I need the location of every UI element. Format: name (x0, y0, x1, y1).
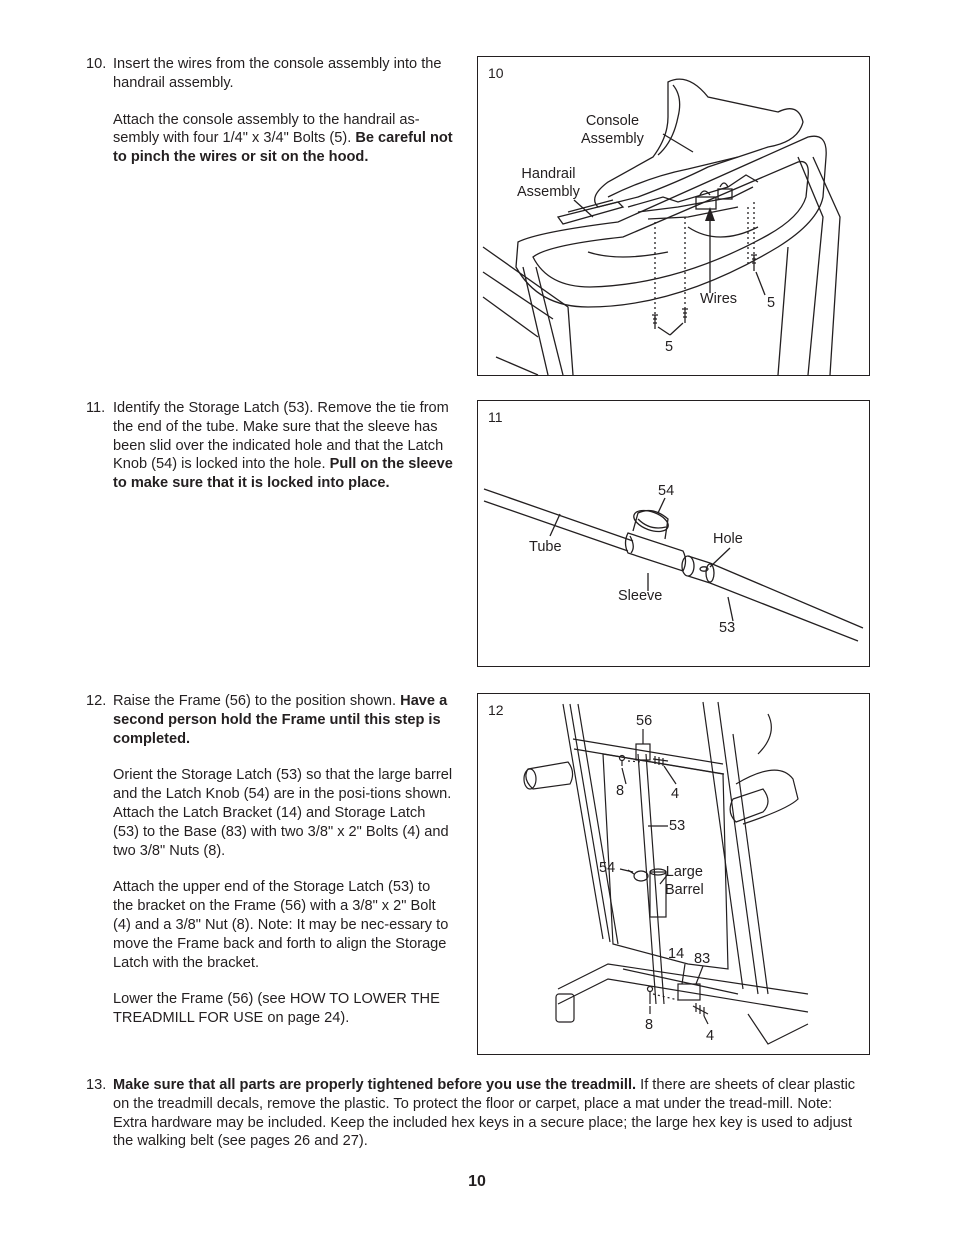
label-nut-top: 8 (616, 783, 625, 799)
label-line: Barrel (665, 882, 704, 898)
warning-text: Have a second person hold the Frame unti… (113, 693, 448, 747)
label-line: Assembly (517, 184, 580, 200)
label-line: Assembly (581, 131, 644, 147)
figure-number: 12 (488, 702, 504, 718)
label-bolt-top: 4 (671, 786, 680, 802)
step-number: 12. (86, 693, 107, 709)
label-tube: Tube (529, 539, 562, 555)
figure-number: 11 (488, 409, 503, 425)
step-number: 10. (86, 56, 107, 72)
step-text: Make sure that all parts are properly ti… (113, 1076, 865, 1169)
label-handrail-assembly: Handrail Assembly (517, 165, 580, 201)
label-latch-knob: 54 (599, 860, 616, 876)
step-text: Insert the wires from the console assemb… (113, 55, 453, 185)
label-hole: Hole (713, 531, 743, 547)
label-bolt-5-bottom: 5 (665, 339, 674, 355)
warning-text: Pull on the sleeve to make sure that it … (113, 456, 453, 492)
figure-number: 10 (488, 65, 504, 81)
step-number: 11. (86, 400, 106, 416)
step-paragraph: Lower the Frame (56) (see HOW TO LOWER T… (113, 991, 440, 1027)
frame-storage-latch-illustration (523, 701, 809, 1045)
label-latch-knob: 54 (658, 483, 675, 499)
figure-12: 12 56 8 4 53 54 Large Barrel 14 83 8 4 (477, 693, 870, 1055)
label-sleeve: Sleeve (618, 588, 663, 604)
step-paragraph: Orient the Storage Latch (53) so that th… (113, 767, 453, 859)
warning-text: Make sure that all parts are properly ti… (113, 1077, 637, 1093)
label-wires: Wires (700, 291, 738, 307)
step-paragraph: Raise the Frame (56) to the position sho… (113, 692, 453, 748)
step-text: Identify the Storage Latch (53). Remove … (113, 399, 453, 511)
label-latch-bracket: 14 (668, 946, 685, 962)
label-line: Handrail (521, 166, 576, 182)
label-base: 83 (694, 951, 711, 967)
instruction-text: Attach the console assembly to the handr… (113, 111, 420, 147)
arrow-icon (705, 207, 715, 221)
label-console-assembly: Console Assembly (581, 112, 644, 148)
instruction-text: Raise the Frame (56) to the position sho… (113, 693, 401, 709)
label-nut-bottom: 8 (645, 1017, 654, 1033)
step-number: 13. (86, 1077, 107, 1093)
step-text: Raise the Frame (56) to the position sho… (113, 692, 453, 1046)
label-storage-latch: 53 (719, 620, 736, 636)
console-assembly-illustration (482, 78, 841, 375)
warning-text: Be careful not to pinch the wires or sit… (113, 130, 453, 166)
step-paragraph: Attach the upper end of the Storage Latc… (113, 879, 449, 971)
label-line: Console (585, 113, 640, 129)
label-bolt-5-right: 5 (767, 295, 776, 311)
step-paragraph: Make sure that all parts are properly ti… (113, 1076, 865, 1151)
figure-10: 10 Console Assembly Handrail Assembly Wi… (477, 56, 870, 376)
label-large-barrel: Large Barrel (665, 863, 704, 899)
figure-11: 11 54 Tube Hole Sleeve 53 (477, 400, 870, 667)
step-paragraph: Attach the console assembly to the handr… (113, 111, 453, 167)
storage-latch-illustration (483, 488, 864, 642)
step-paragraph: Identify the Storage Latch (53). Remove … (113, 399, 453, 493)
label-frame: 56 (636, 713, 653, 729)
label-line: Large (665, 864, 703, 880)
label-bolt-bottom: 4 (706, 1028, 715, 1044)
instruction-text: Identify the Storage Latch (53). Remove … (113, 400, 449, 473)
page-number: 10 (468, 1173, 486, 1190)
step-paragraph: Insert the wires from the console assemb… (113, 56, 442, 91)
label-storage-latch: 53 (669, 818, 686, 834)
instruction-text: If there are sheets of clear plastic on … (113, 1077, 856, 1150)
